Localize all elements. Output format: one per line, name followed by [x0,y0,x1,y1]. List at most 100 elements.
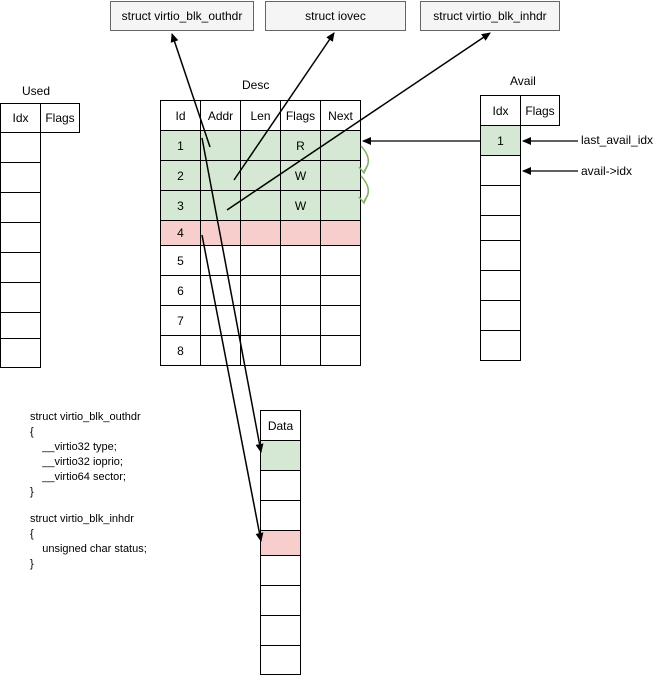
desc-cell-id: 8 [160,335,201,366]
desc-cell-flags: W [280,160,321,191]
avail-slot [480,155,521,186]
used-header-idx: Idx [0,103,41,133]
desc-cell-id: 3 [160,190,201,221]
desc-cell-flags: R [280,130,321,161]
desc-id-text: 7 [177,313,184,328]
desc-cell-flags [280,245,321,276]
avail-slot [480,185,521,216]
desc-cell-len [240,335,281,366]
data-slot [260,440,301,471]
used-slot [0,162,41,193]
desc-cell-addr [200,130,241,161]
iovec-struct-label: struct iovec [305,9,366,23]
data-slot [260,500,301,531]
next-chain-arrow-1 [360,145,370,172]
avail-title: Avail [510,74,536,88]
desc-cell-len [240,220,281,246]
desc-cell-addr [200,160,241,191]
desc-flags-text: W [294,168,307,183]
desc-cell-next [320,190,361,221]
used-slot [0,312,41,343]
desc-title: Desc [242,78,270,92]
data-slot [260,585,301,616]
data-slot [260,615,301,646]
avail-flags-label: Flags [525,103,555,118]
desc-cell-len [240,160,281,191]
desc-cell-flags: W [280,190,321,221]
desc-id-text: 8 [177,343,184,358]
desc-cell-flags [280,275,321,306]
used-slot [0,192,41,223]
avail-slot [480,330,521,361]
code-line: __virtio32 ioprio; [30,456,123,468]
desc-cell-id: 4 [160,220,201,246]
desc-cell-id: 6 [160,275,201,306]
avail-slot: 1 [480,125,521,156]
desc-header-addr: Addr [200,100,241,131]
desc-cell-flags [280,305,321,336]
desc-cell-next [320,305,361,336]
code-line: __virtio64 sector; [30,471,126,483]
code-line: __virtio32 type; [30,441,117,453]
desc-cell-len [240,245,281,276]
desc-header-id: Id [160,100,201,131]
used-slot [0,252,41,283]
outhdr-struct-box: struct virtio_blk_outhdr [110,1,254,31]
avail-idx-label: avail->idx [581,164,633,178]
desc-cell-id: 7 [160,305,201,336]
desc-header-next: Next [320,100,361,131]
last-avail-idx-label: last_avail_idx [581,133,654,147]
desc-cell-addr [200,190,241,221]
desc-header-label: Id [175,108,186,123]
desc-flags-text: W [294,198,307,213]
avail-slot [480,270,521,301]
desc-id-text: 6 [177,283,184,298]
data-slot [260,555,301,586]
data-slot [260,645,301,675]
desc-cell-next [320,275,361,306]
used-title: Used [22,84,51,98]
next-chain-arrow-2 [360,175,370,202]
desc-header-label: Flags [285,108,316,123]
desc-header-len: Len [240,100,281,131]
desc-cell-id: 1 [160,130,201,161]
desc-id-text: 2 [177,168,184,183]
desc-cell-next [320,335,361,366]
desc-header-label: Next [328,108,353,123]
desc-id-text: 4 [177,226,184,240]
desc-cell-len [240,275,281,306]
desc-cell-len [240,130,281,161]
code-line: struct virtio_blk_outhdr [30,411,141,423]
used-idx-label: Idx [12,111,29,125]
desc-cell-flags [280,335,321,366]
desc-cell-id: 2 [160,160,201,191]
used-slot [0,222,41,253]
data-slot [260,530,301,556]
desc-cell-next [320,245,361,276]
outhdr-struct-label: struct virtio_blk_outhdr [121,9,243,23]
avail-header-flags: Flags [520,95,560,126]
used-slot [0,132,41,163]
data-title: Data [267,418,294,433]
used-header-flags: Flags [40,103,80,133]
desc-flags-text: R [296,138,305,153]
code-line: struct virtio_blk_inhdr [30,513,134,525]
desc-id-text: 3 [177,198,184,213]
desc-cell-addr [200,305,241,336]
desc-header-label: Len [250,108,271,123]
desc-id-text: 1 [177,138,184,153]
desc-id-text: 5 [177,253,184,268]
avail-slot [480,240,521,271]
desc-cell-id: 5 [160,245,201,276]
desc-cell-next [320,130,361,161]
desc-cell-addr [200,245,241,276]
avail-header-idx: Idx [480,95,521,126]
code-line: } [30,486,34,498]
inhdr-struct-box: struct virtio_blk_inhdr [420,1,560,31]
inhdr-struct-label: struct virtio_blk_inhdr [433,9,547,23]
desc-header-label: Addr [207,108,234,123]
avail-slot [480,300,521,331]
code-line: unsigned char status; [30,543,147,555]
desc-cell-flags [280,220,321,246]
used-flags-label: Flags [45,111,75,125]
